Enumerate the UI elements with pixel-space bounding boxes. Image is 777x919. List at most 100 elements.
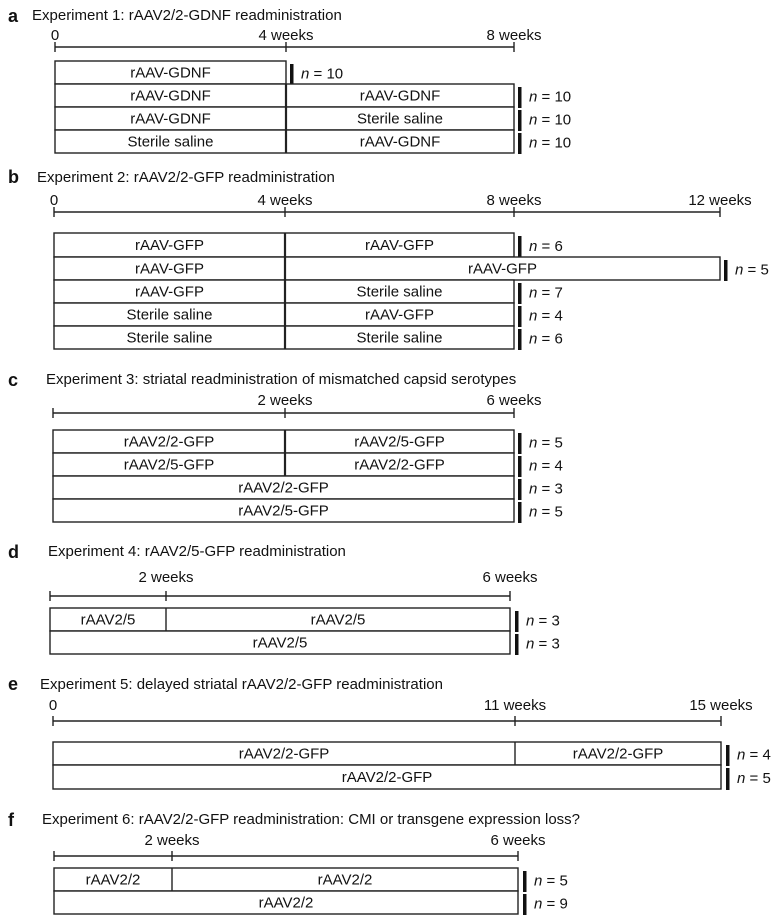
group-size-label: n = 4: [529, 308, 563, 325]
group-size-label: n = 3: [529, 481, 563, 498]
group-size-label: n = 5: [737, 770, 771, 787]
treatment-label: Sterile saline: [357, 111, 443, 128]
n-value: = 5: [537, 435, 562, 452]
group-timeline-box: [54, 106, 515, 131]
n-value: = 5: [743, 262, 768, 279]
panel-title: Experiment 5: delayed striatal rAAV2/2-G…: [40, 676, 443, 693]
treatment-label: rAAV-GDNF: [130, 111, 211, 128]
group-size-label: n = 5: [735, 262, 769, 279]
panel-letter: b: [8, 167, 19, 187]
group-timeline-box: [52, 498, 515, 523]
n-value: = 10: [537, 89, 571, 106]
treatment-label: rAAV2/5: [81, 612, 136, 629]
panel-letter: f: [8, 810, 15, 830]
group-timeline-box: [53, 890, 519, 915]
group-row: Sterile saline Sterile saline n = 6: [53, 325, 563, 350]
group-timeline-box: [49, 630, 511, 655]
treatment-label: rAAV2/2-GFP: [342, 769, 433, 786]
tick-label: 2 weeks: [144, 832, 199, 849]
group-size-label: n = 5: [529, 435, 563, 452]
treatment-label: rAAV2/2-GFP: [238, 480, 329, 497]
panel-letter: e: [8, 674, 18, 694]
group-size-label: n = 6: [529, 331, 563, 348]
n-symbol: n: [534, 896, 542, 913]
group-size-label: n = 6: [529, 238, 563, 255]
group-size-label: n = 10: [529, 112, 571, 129]
n-symbol: n: [529, 89, 537, 106]
treatment-label: rAAV-GDNF: [130, 65, 211, 82]
n-value: = 7: [537, 285, 562, 302]
panel-letter: c: [8, 370, 18, 390]
group-row: rAAV2/2 n = 9: [53, 890, 568, 915]
tick-label: 8 weeks: [486, 192, 541, 209]
n-symbol: n: [301, 66, 309, 83]
n-symbol: n: [529, 481, 537, 498]
panel-title: Experiment 4: rAAV2/5-GFP readministrati…: [48, 543, 346, 560]
n-symbol: n: [529, 112, 537, 129]
n-value: = 10: [537, 135, 571, 152]
panel-title: Experiment 2: rAAV2/2-GFP readministrati…: [37, 169, 335, 186]
tick-label: 11 weeks: [484, 697, 546, 714]
treatment-label: rAAV2/2: [86, 872, 141, 889]
treatment-label: rAAV2/5-GFP: [124, 457, 215, 474]
tick-label: 15 weeks: [689, 697, 752, 714]
n-symbol: n: [737, 770, 745, 787]
group-timeline-box: [54, 129, 515, 154]
endpoint-marker: [518, 306, 522, 327]
n-symbol: n: [529, 285, 537, 302]
treatment-label: rAAV-GFP: [365, 237, 434, 254]
n-value: = 3: [534, 636, 559, 653]
endpoint-marker: [523, 894, 527, 915]
panel-b: b Experiment 2: rAAV2/2-GFP readministrat…: [8, 167, 769, 350]
endpoint-marker: [518, 283, 522, 304]
n-symbol: n: [529, 435, 537, 452]
endpoint-marker: [518, 502, 522, 523]
treatment-label: rAAV2/5: [253, 635, 308, 652]
n-value: = 3: [534, 613, 559, 630]
group-size-label: n = 10: [529, 89, 571, 106]
treatment-label: Sterile saline: [127, 307, 213, 324]
treatment-label: rAAV2/2-GFP: [354, 457, 445, 474]
n-symbol: n: [534, 873, 542, 890]
panel-letter: a: [8, 6, 19, 26]
endpoint-marker: [518, 133, 522, 154]
treatment-label: rAAV2/2-GFP: [239, 746, 330, 763]
n-value: = 4: [537, 308, 562, 325]
endpoint-marker: [518, 433, 522, 454]
endpoint-marker: [726, 768, 730, 790]
group-size-label: n = 9: [534, 896, 568, 913]
tick-label: 0: [51, 27, 59, 44]
tick-label: 4 weeks: [258, 27, 313, 44]
treatment-label: Sterile saline: [357, 330, 443, 347]
tick-label: 12 weeks: [688, 192, 751, 209]
treatment-label: Sterile saline: [127, 330, 213, 347]
n-symbol: n: [529, 458, 537, 475]
tick-label: 0: [49, 697, 57, 714]
n-value: = 5: [745, 770, 770, 787]
n-symbol: n: [529, 308, 537, 325]
treatment-label: rAAV2/2: [259, 895, 314, 912]
treatment-label: rAAV2/5-GFP: [354, 434, 445, 451]
endpoint-marker: [726, 745, 730, 766]
tick-label: 2 weeks: [138, 569, 193, 586]
group-size-label: n = 5: [534, 873, 568, 890]
n-symbol: n: [529, 504, 537, 521]
group-row: rAAV2/2-GFP n = 5: [52, 764, 771, 790]
endpoint-marker: [523, 871, 527, 892]
n-value: = 5: [537, 504, 562, 521]
n-symbol: n: [526, 613, 534, 630]
